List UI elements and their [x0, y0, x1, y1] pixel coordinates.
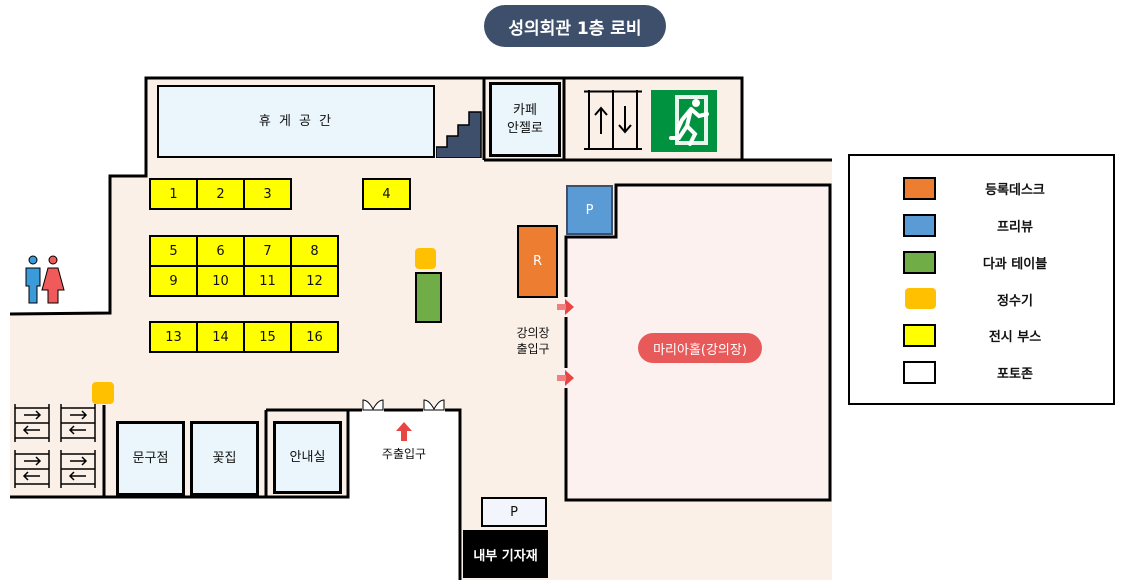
- water-dispenser: [415, 248, 436, 269]
- legend-swatch: [903, 214, 936, 237]
- maria-hall-label[interactable]: 마리아홀(강의장): [638, 333, 762, 363]
- legend-label: 포토존: [997, 367, 1033, 382]
- preview-room: P: [566, 185, 613, 235]
- legend-swatch: [903, 361, 936, 384]
- lecture-entrance-label-1: 강의장: [516, 326, 550, 340]
- arrow-icon: [396, 422, 412, 441]
- booth[interactable]: 9: [149, 265, 198, 297]
- registration-desk: R: [517, 225, 558, 298]
- legend-item: 정수기: [850, 288, 1113, 312]
- booth[interactable]: 7: [243, 235, 292, 267]
- legend-item: 전시 부스: [850, 324, 1113, 348]
- legend-label: 전시 부스: [988, 330, 1042, 345]
- booth[interactable]: 10: [196, 265, 245, 297]
- booth[interactable]: 16: [290, 321, 339, 353]
- booth[interactable]: 2: [196, 178, 245, 210]
- legend-item: 등록데스크: [850, 177, 1113, 201]
- photo-zone: P: [481, 497, 547, 527]
- booth[interactable]: 6: [196, 235, 245, 267]
- booth[interactable]: 14: [196, 321, 245, 353]
- arrow-tail: [557, 375, 566, 381]
- escalator-icon: [14, 404, 96, 489]
- restroom-icon: [25, 255, 65, 304]
- lecture-entrance-label: 강의장 출입구: [500, 326, 566, 357]
- cafe-angelo: 카페 안젤로: [489, 82, 561, 157]
- legend-swatch: [903, 324, 936, 347]
- stairs-icon: [436, 111, 482, 158]
- arrow-icon: [565, 299, 574, 315]
- booth[interactable]: 5: [149, 235, 198, 267]
- legend-swatch: [903, 177, 936, 200]
- refreshment-table: [415, 272, 442, 323]
- booth[interactable]: 3: [243, 178, 292, 210]
- booth[interactable]: 15: [243, 321, 292, 353]
- flower-shop: 꽃집: [190, 421, 259, 496]
- arrow-icon: [565, 370, 574, 386]
- information-desk: 안내실: [273, 421, 342, 494]
- map-title: 성의회관 1층 로비: [484, 5, 666, 47]
- legend-label: 다과 테이블: [982, 257, 1048, 272]
- stationery-store: 문구점: [116, 421, 185, 496]
- main-entrance-label: 주출입구: [381, 447, 427, 461]
- booth[interactable]: 13: [149, 321, 198, 353]
- legend-label: 정수기: [997, 294, 1033, 309]
- booth[interactable]: 8: [290, 235, 339, 267]
- water-dispenser: [92, 382, 114, 404]
- legend-label: 프리뷰: [997, 220, 1033, 235]
- emergency-exit-icon: [651, 90, 717, 152]
- legend-swatch: [903, 251, 936, 274]
- elevator-icon: [584, 90, 642, 150]
- equipment-storage: 내부 기자재: [463, 530, 548, 578]
- arrow-tail: [557, 304, 566, 310]
- legend-swatch: [905, 288, 936, 309]
- door-icon: [362, 399, 445, 411]
- legend-label: 등록데스크: [985, 183, 1045, 198]
- booth[interactable]: 1: [149, 178, 198, 210]
- booth[interactable]: 12: [290, 265, 339, 297]
- legend-item: 포토존: [850, 361, 1113, 385]
- legend-item: 다과 테이블: [850, 251, 1113, 275]
- lecture-entrance-label-2: 출입구: [516, 341, 550, 356]
- legend-item: 프리뷰: [850, 214, 1113, 238]
- booth[interactable]: 4: [362, 178, 411, 210]
- booth[interactable]: 11: [243, 265, 292, 297]
- lounge-area: 휴 게 공 간: [157, 85, 435, 158]
- legend: 등록데스크 프리뷰 다과 테이블 정수기 전시 부스 포토존: [848, 154, 1115, 405]
